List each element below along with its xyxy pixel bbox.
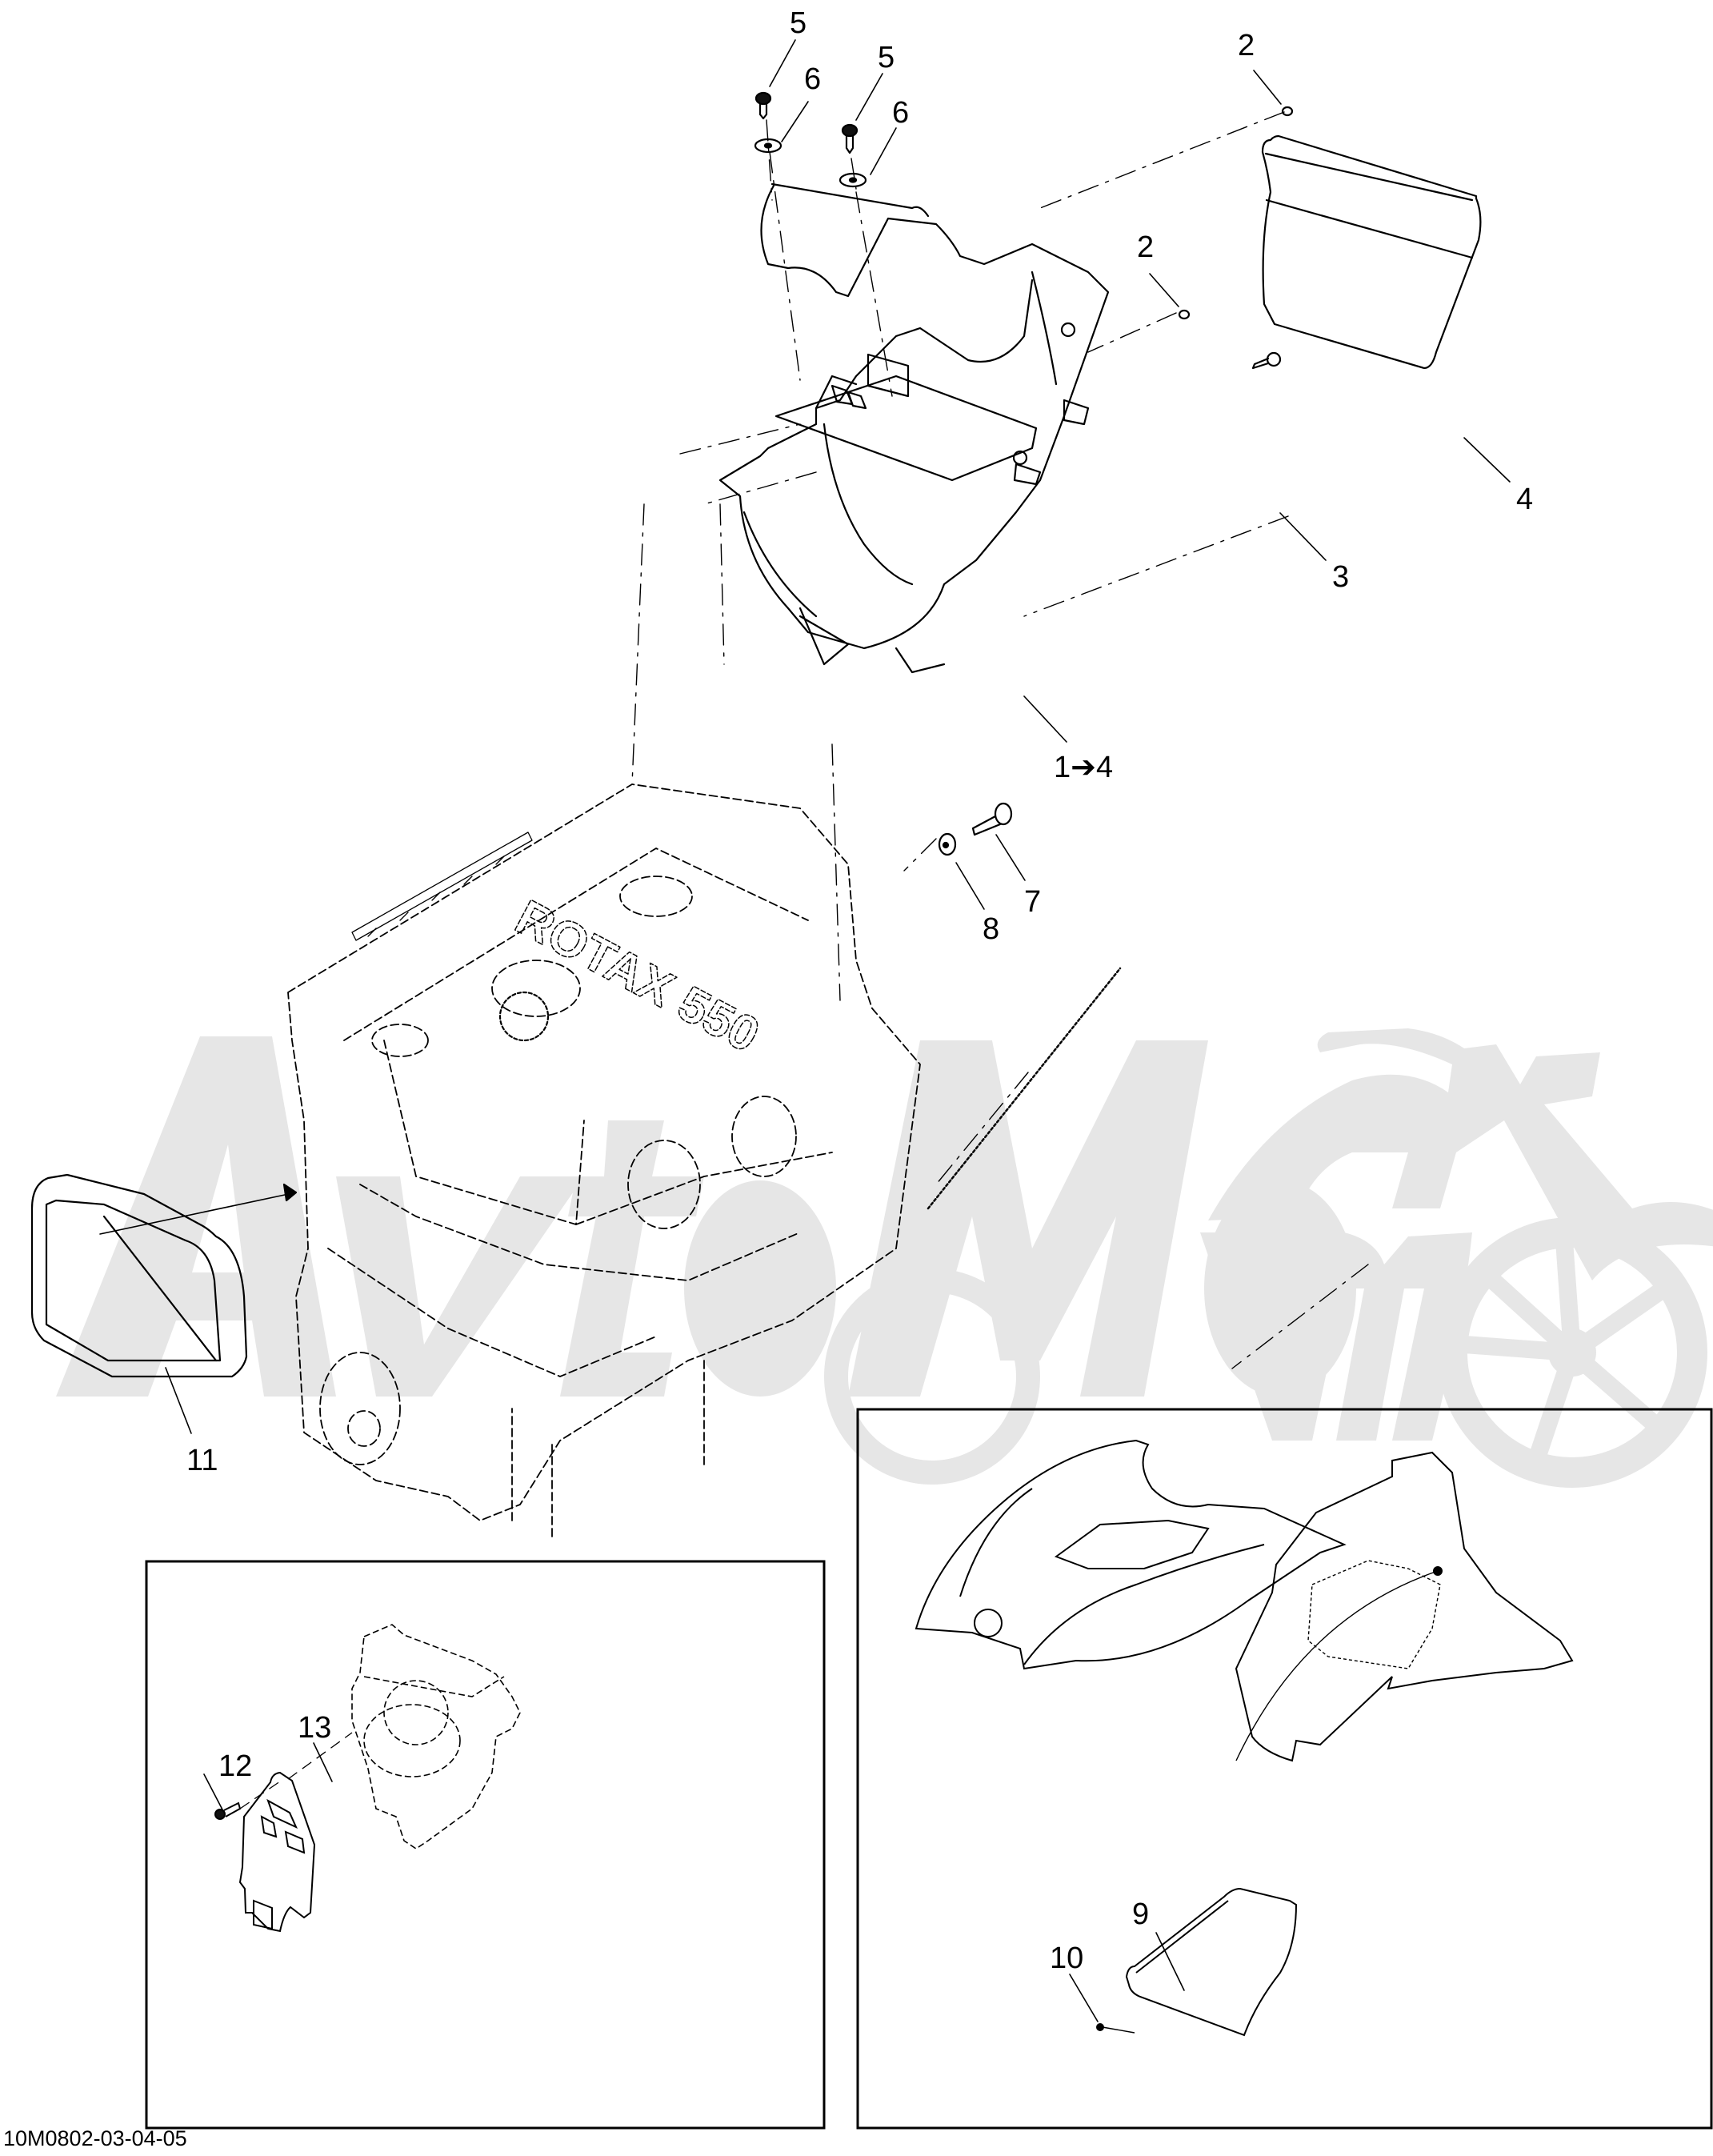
watermark-letter-m	[848, 1040, 1208, 1397]
callout-8: 8	[983, 912, 1000, 946]
washer-6-right	[838, 172, 867, 188]
hood-right-half	[1235, 1451, 1574, 1762]
callout-2: 2	[1238, 29, 1255, 62]
bolt-7	[971, 802, 1013, 836]
callout-11: 11	[186, 1444, 218, 1477]
callout-6: 6	[804, 62, 822, 96]
washer-8	[938, 832, 957, 856]
watermark-letter-m2	[1200, 1232, 1472, 1441]
hood-left-half	[915, 1439, 1347, 1670]
plate-13	[238, 1771, 316, 1933]
leader-lines-top	[165, 39, 1511, 2022]
hood-pad-inset-content	[915, 1439, 1574, 2037]
pad-9	[1125, 1887, 1298, 2037]
bolt-5-right	[841, 123, 859, 154]
seal-arrow-line	[99, 1192, 297, 1235]
grommet-2-top	[1281, 106, 1294, 117]
watermark-motorcycle-body	[1208, 1028, 1713, 1280]
air-intake-duct-1	[718, 182, 1110, 674]
callout-3: 3	[1332, 560, 1350, 594]
screw-12	[214, 1801, 242, 1820]
diagram-code: 10M0802-03-04-05	[3, 2126, 187, 2150]
callout-9: 9	[1132, 1898, 1150, 1931]
air-box	[351, 1624, 521, 1849]
engine-gear-logo	[498, 991, 550, 1042]
bolt-5-left	[754, 91, 772, 120]
callout-5: 5	[790, 6, 807, 40]
screw-3	[1251, 351, 1282, 370]
watermark-wheel	[1437, 1217, 1707, 1488]
assembly-lines	[631, 111, 1369, 1369]
watermark-letter-a	[56, 1036, 336, 1397]
watermark-spokes	[1463, 1240, 1671, 1464]
callout-13: 13	[298, 1711, 332, 1745]
rivet-10	[1096, 2023, 1104, 2031]
watermark-wheel-rear	[824, 1268, 1040, 1485]
callout-2: 2	[1137, 230, 1155, 264]
grommet-2-middle	[1178, 309, 1191, 320]
watermark-letter-o	[684, 1180, 836, 1397]
air-box-plate-inset	[145, 1560, 826, 2130]
dipstick	[927, 967, 1122, 1210]
callout-1-to-4: 1➔4	[1054, 751, 1114, 784]
seal-11	[30, 1173, 248, 1378]
callout-4: 4	[1516, 483, 1534, 516]
callout-6: 6	[892, 96, 910, 130]
callout-7: 7	[1024, 885, 1042, 919]
watermark-letter-v	[336, 1176, 584, 1397]
engine-grill	[351, 832, 533, 941]
air-box-plate-inset-content	[214, 1624, 521, 1933]
cover-4	[1261, 134, 1482, 370]
callout-10: 10	[1050, 1942, 1084, 1975]
callout-12: 12	[218, 1749, 253, 1783]
engine-assembly	[287, 783, 921, 1537]
seal-arrow-head	[282, 1183, 298, 1202]
callout-5: 5	[878, 41, 895, 74]
engine-brand-marking: ROTAX 550	[506, 889, 767, 1063]
watermark	[56, 1028, 1713, 1488]
watermark-letter-t	[560, 1120, 704, 1397]
hood-pad-inset	[856, 1408, 1713, 2130]
